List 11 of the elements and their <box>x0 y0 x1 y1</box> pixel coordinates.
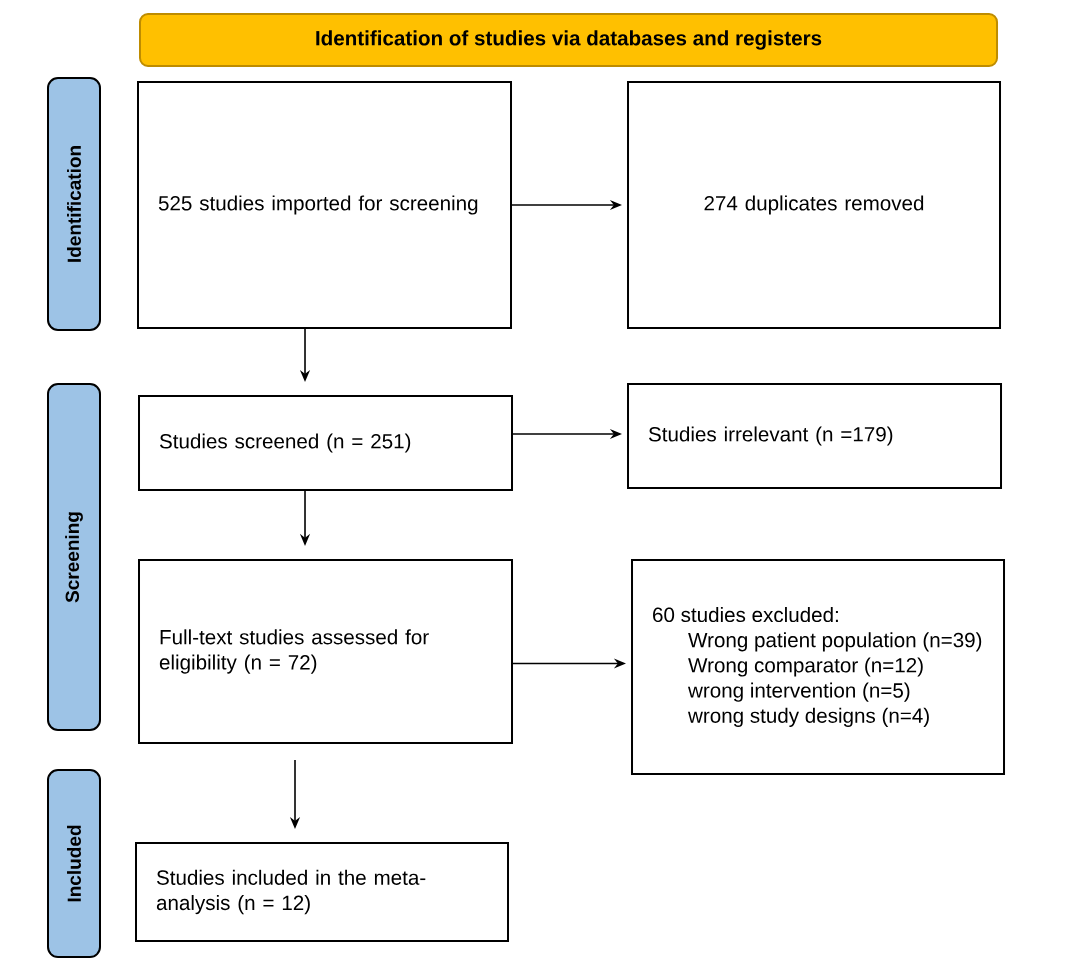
exclusion-box: 60 studies excluded: Wrong patient population (n=39) Wrong comparator (n=12) wrong intervention (n=5) wrong study designs (n=4) <box>631 559 1005 775</box>
process-box: Studies screened (n = 251) <box>138 395 513 491</box>
process-box: Studies included in the meta-analysis (n = 12) <box>135 842 509 942</box>
stage-label: Included <box>47 769 101 958</box>
header-banner: Identification of studies via databases and registers <box>139 13 998 67</box>
process-box: 525 studies imported for screening <box>137 81 512 329</box>
process-box: Studies irrelevant (n =179) <box>627 383 1002 489</box>
process-box: Full-text studies assessed for eligibility (n = 72) <box>138 559 513 744</box>
stage-label: Identification <box>47 77 101 331</box>
stage-label: Screening <box>47 383 101 731</box>
process-box: 274 duplicates removed <box>627 81 1001 329</box>
